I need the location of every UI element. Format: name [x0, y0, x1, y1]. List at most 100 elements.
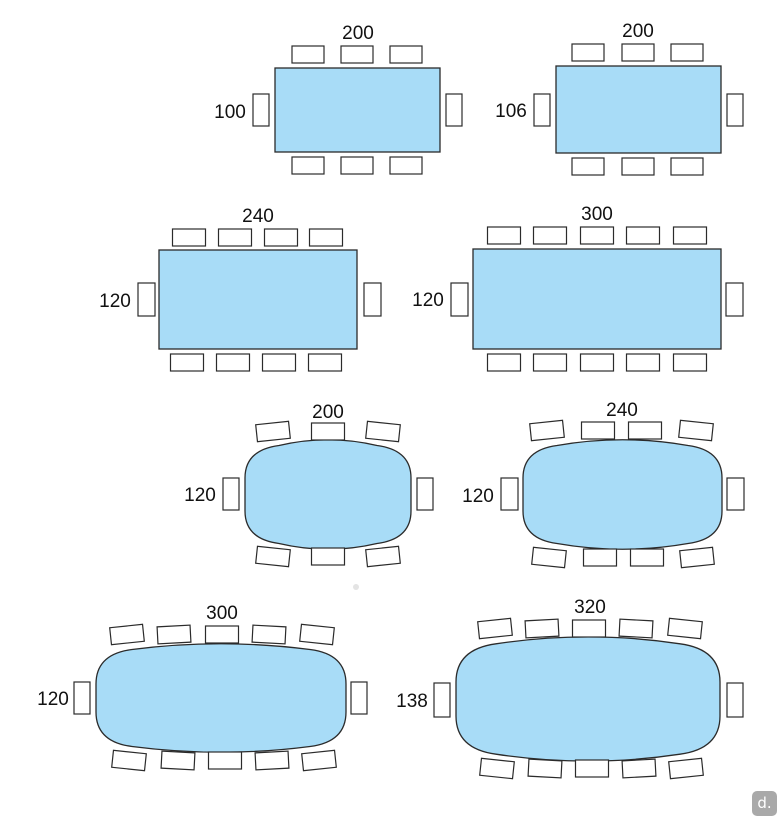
table-group-rect-300x120: 300 120 — [412, 204, 744, 372]
chair-bottom-2 — [310, 547, 346, 566]
chair-top-2 — [156, 624, 192, 645]
chair-top-3 — [579, 226, 615, 245]
chair-bottom-4 — [679, 546, 715, 569]
chair-end-right — [363, 282, 382, 317]
chair-top-3 — [571, 619, 607, 638]
chair-end-left — [137, 282, 156, 317]
table-length-label: 240 — [606, 400, 638, 421]
chair-bottom-2 — [340, 156, 374, 175]
chair-bottom-2 — [527, 758, 563, 779]
chair-end-left — [450, 282, 469, 317]
chair-bottom-4 — [621, 758, 657, 779]
chair-bottom-3 — [207, 751, 243, 770]
table-top-barrel — [95, 643, 347, 753]
chair-bottom-3 — [574, 759, 610, 778]
table-length-label: 300 — [206, 603, 238, 624]
chair-top-4 — [251, 624, 287, 645]
table-group-rect-240x120: 240 120 — [99, 206, 382, 372]
chair-top-3 — [389, 45, 423, 64]
chair-top-1 — [477, 617, 513, 640]
table-top-barrel — [455, 636, 721, 762]
chair-top-1 — [171, 228, 207, 247]
table-width-label: 120 — [99, 291, 131, 312]
chair-end-right — [726, 682, 744, 718]
chair-end-left — [252, 93, 270, 127]
chair-bottom-1 — [486, 353, 522, 372]
table-width-label: 120 — [37, 689, 69, 710]
table-width-label: 100 — [214, 102, 246, 123]
chair-top-2 — [532, 226, 568, 245]
chair-top-2 — [340, 45, 374, 64]
chair-top-1 — [255, 420, 291, 443]
chair-top-3 — [627, 421, 663, 440]
chair-bottom-5 — [301, 749, 337, 772]
table-width-label: 106 — [495, 101, 527, 122]
chair-top-2 — [621, 43, 655, 62]
table-length-label: 300 — [581, 204, 613, 225]
chair-bottom-4 — [625, 353, 661, 372]
chair-top-4 — [625, 226, 661, 245]
chair-end-right — [416, 477, 434, 511]
table-width-label: 138 — [396, 691, 428, 712]
chair-bottom-3 — [365, 545, 401, 568]
chair-top-3 — [263, 228, 299, 247]
chair-bottom-5 — [672, 353, 708, 372]
chair-bottom-2 — [582, 548, 618, 567]
table-length-label: 240 — [242, 206, 274, 227]
chair-top-1 — [486, 226, 522, 245]
chair-bottom-3 — [629, 548, 665, 567]
chair-bottom-4 — [254, 750, 290, 771]
chair-top-1 — [529, 419, 565, 442]
table-length-label: 200 — [342, 23, 374, 44]
table-top-barrel — [522, 439, 723, 550]
table-top-rectangle — [158, 249, 358, 350]
table-group-rect-200x106: 200 106 — [495, 21, 744, 176]
chair-top-3 — [204, 625, 240, 644]
chair-top-4 — [678, 419, 714, 442]
chair-bottom-1 — [255, 545, 291, 568]
chair-end-right — [350, 681, 368, 715]
chair-top-4 — [308, 228, 344, 247]
chair-bottom-3 — [670, 157, 704, 176]
table-width-label: 120 — [412, 290, 444, 311]
table-group-rect-200x100: 200 100 — [214, 23, 463, 175]
chair-bottom-2 — [215, 353, 251, 372]
chair-top-5 — [667, 617, 703, 640]
table-top-rectangle — [274, 67, 441, 153]
table-group-barrel-200x120: 200 120 — [184, 402, 434, 568]
chair-top-2 — [217, 228, 253, 247]
chair-top-2 — [310, 422, 346, 441]
chair-top-5 — [672, 226, 708, 245]
chair-bottom-1 — [571, 157, 605, 176]
table-group-barrel-240x120: 240 120 — [462, 400, 745, 569]
table-width-label: 120 — [184, 485, 216, 506]
chair-bottom-1 — [291, 156, 325, 175]
chair-bottom-1 — [111, 749, 147, 772]
table-width-label: 120 — [462, 486, 494, 507]
table-top-rectangle — [472, 248, 722, 350]
chair-top-4 — [618, 618, 654, 639]
chair-top-3 — [670, 43, 704, 62]
chair-end-left — [73, 681, 91, 715]
chair-end-right — [445, 93, 463, 127]
table-top-barrel — [244, 439, 412, 550]
watermark-logo: d. — [752, 791, 777, 816]
chair-bottom-2 — [621, 157, 655, 176]
chair-bottom-1 — [531, 546, 567, 569]
chair-top-3 — [365, 420, 401, 443]
table-length-label: 200 — [312, 402, 344, 423]
chair-end-right — [725, 282, 744, 317]
table-length-label: 200 — [622, 21, 654, 42]
chair-bottom-5 — [668, 757, 704, 780]
chair-bottom-3 — [389, 156, 423, 175]
chair-bottom-2 — [532, 353, 568, 372]
center-dot — [353, 584, 359, 590]
chair-end-left — [433, 682, 451, 718]
chair-top-5 — [299, 623, 335, 646]
chair-bottom-4 — [307, 353, 343, 372]
chair-bottom-2 — [160, 750, 196, 771]
chair-top-2 — [580, 421, 616, 440]
chair-top-1 — [109, 623, 145, 646]
